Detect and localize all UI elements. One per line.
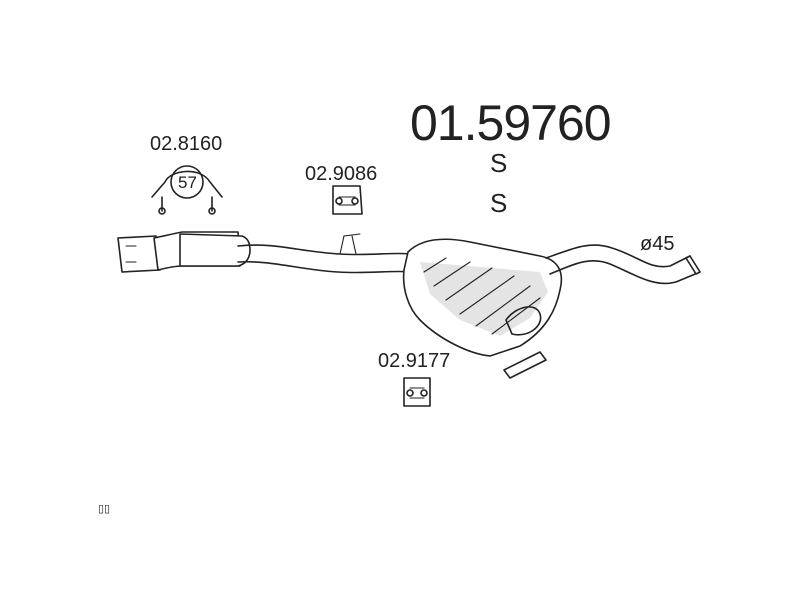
s-marker-1: S xyxy=(490,148,507,178)
clamp-icon: 57 xyxy=(151,165,223,215)
rubber-hanger-icon xyxy=(403,377,431,407)
footer-mark: ▯▯ xyxy=(98,503,110,515)
clamp-size: 57 xyxy=(178,173,197,192)
main-part-number: 01.59760 xyxy=(410,95,611,151)
clamp-part-number: 02.8160 xyxy=(150,133,222,155)
hanger2-part-number: 02.9177 xyxy=(378,350,450,372)
hanger1-part-number: 02.9086 xyxy=(305,163,377,185)
s-marker-2: S xyxy=(490,188,507,218)
diameter-label: ø45 xyxy=(640,233,674,255)
rubber-hanger-icon xyxy=(332,185,363,215)
exhaust-pipe-assembly xyxy=(117,231,701,379)
